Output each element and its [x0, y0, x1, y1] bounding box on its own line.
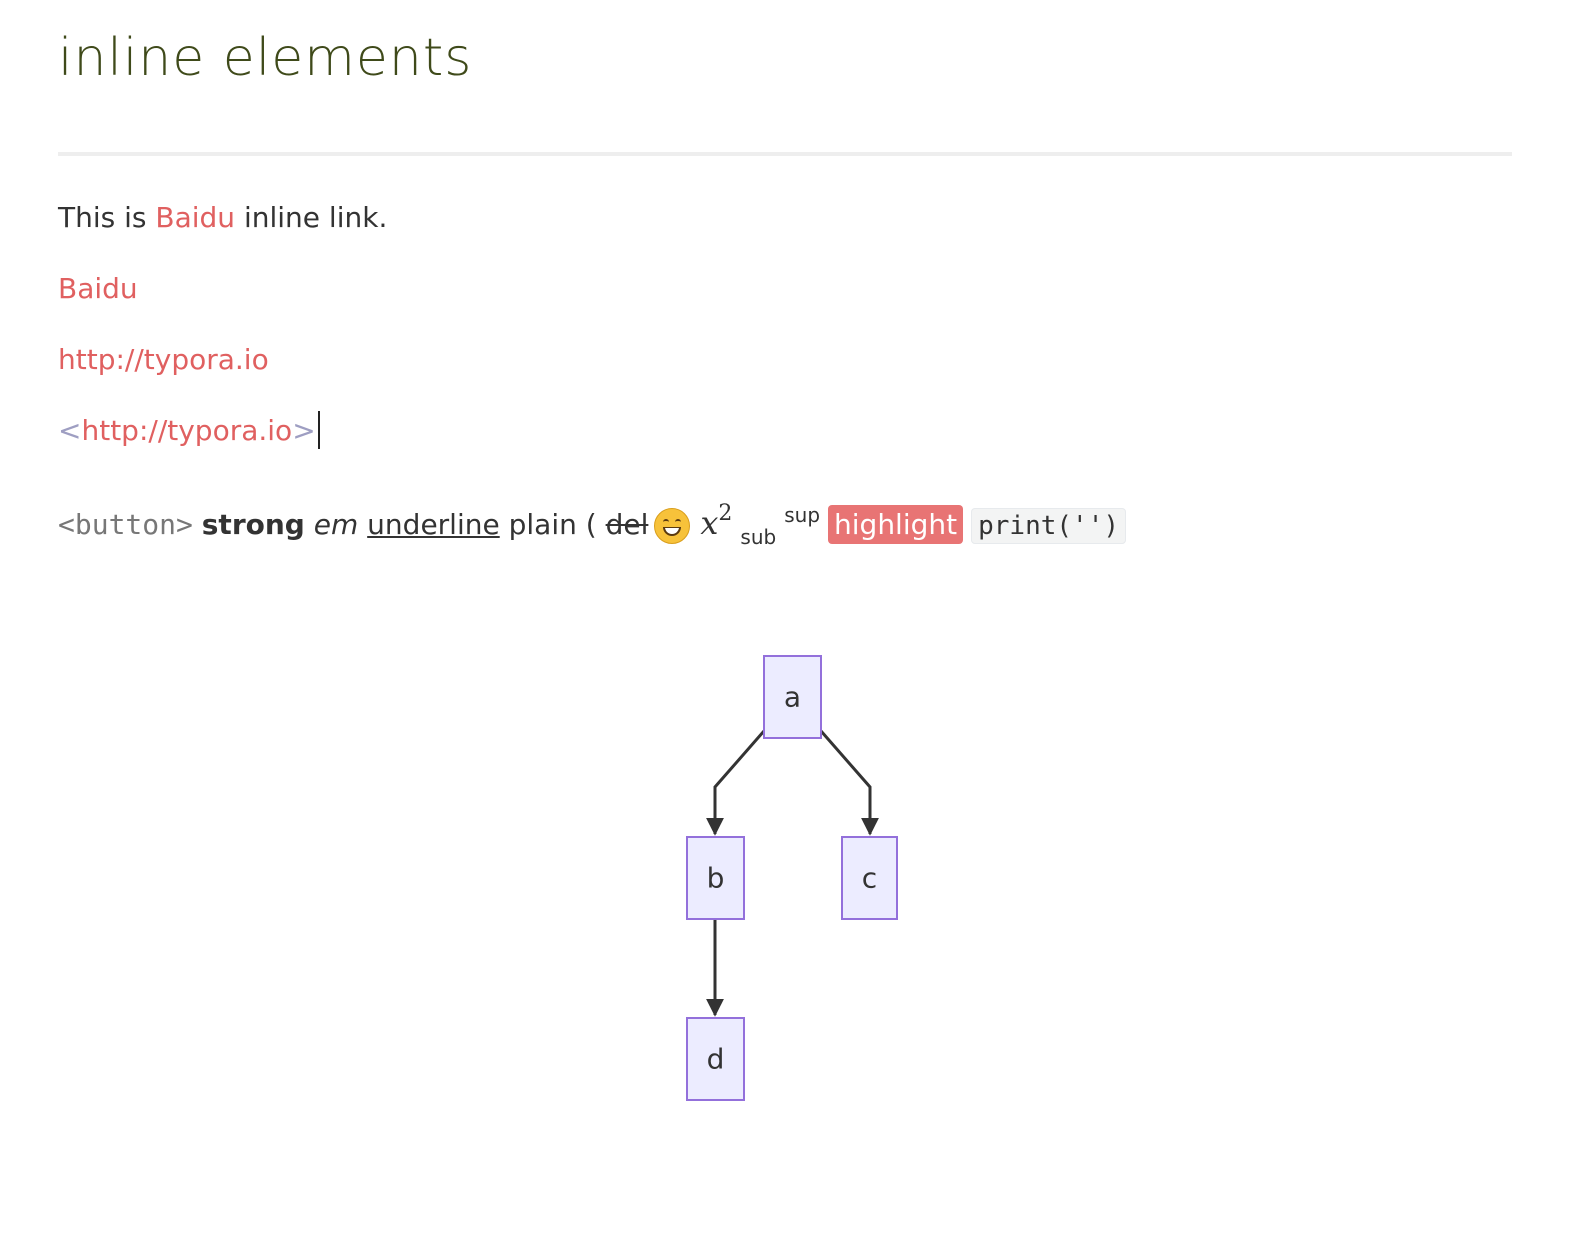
node-c[interactable]: c — [841, 836, 898, 920]
emphasis-text: em — [313, 508, 359, 541]
paragraph-text-after: inline link. — [235, 201, 388, 234]
typora-autolink[interactable]: http://typora.io — [58, 343, 269, 376]
subscript-text: sub — [740, 525, 777, 549]
math-exponent: 2 — [718, 501, 733, 526]
highlight-text: highlight — [828, 505, 964, 544]
math-base: x — [700, 504, 719, 542]
node-a-label: a — [784, 681, 801, 714]
node-c-label: c — [862, 862, 877, 895]
link-close-bracket: > — [292, 414, 316, 447]
paragraph-inline-link: This is Baidu inline link. — [58, 198, 387, 238]
edge-a-c — [819, 730, 879, 836]
node-a[interactable]: a — [763, 655, 822, 739]
text-cursor — [317, 411, 320, 449]
inline-code: print('') — [971, 508, 1127, 544]
paragraph-autolink: http://typora.io — [58, 340, 269, 380]
typora-bracket-link[interactable]: http://typora.io — [81, 414, 293, 447]
deleted-text: del — [605, 508, 649, 541]
superscript-text: sup — [784, 503, 821, 527]
paragraph-bracket-link[interactable]: <http://typora.io> — [58, 411, 320, 451]
html-button-tag: <button> — [58, 508, 193, 541]
underline-text: underline — [367, 508, 500, 541]
node-b-label: b — [707, 862, 725, 895]
node-d-label: d — [707, 1043, 725, 1076]
edge-a-b — [706, 730, 766, 836]
node-b[interactable]: b — [686, 836, 745, 920]
node-d[interactable]: d — [686, 1017, 745, 1101]
link-open-bracket: < — [58, 414, 82, 447]
page-title: inline elements — [58, 28, 473, 88]
grinning-face-emoji-icon — [654, 508, 691, 544]
plain-text: plain ( — [508, 508, 597, 541]
baidu-reference-link[interactable]: Baidu — [58, 272, 138, 305]
paragraph-reference-link: Baidu — [58, 269, 138, 309]
paragraph-text-before: This is — [58, 201, 156, 234]
math-expression: x2 — [700, 501, 733, 542]
heading-divider — [58, 152, 1512, 156]
baidu-inline-link[interactable]: Baidu — [155, 201, 236, 234]
paragraph-inline-styles: <button> strong em underline plain ( del… — [58, 494, 1127, 557]
strong-text: strong — [201, 508, 305, 541]
